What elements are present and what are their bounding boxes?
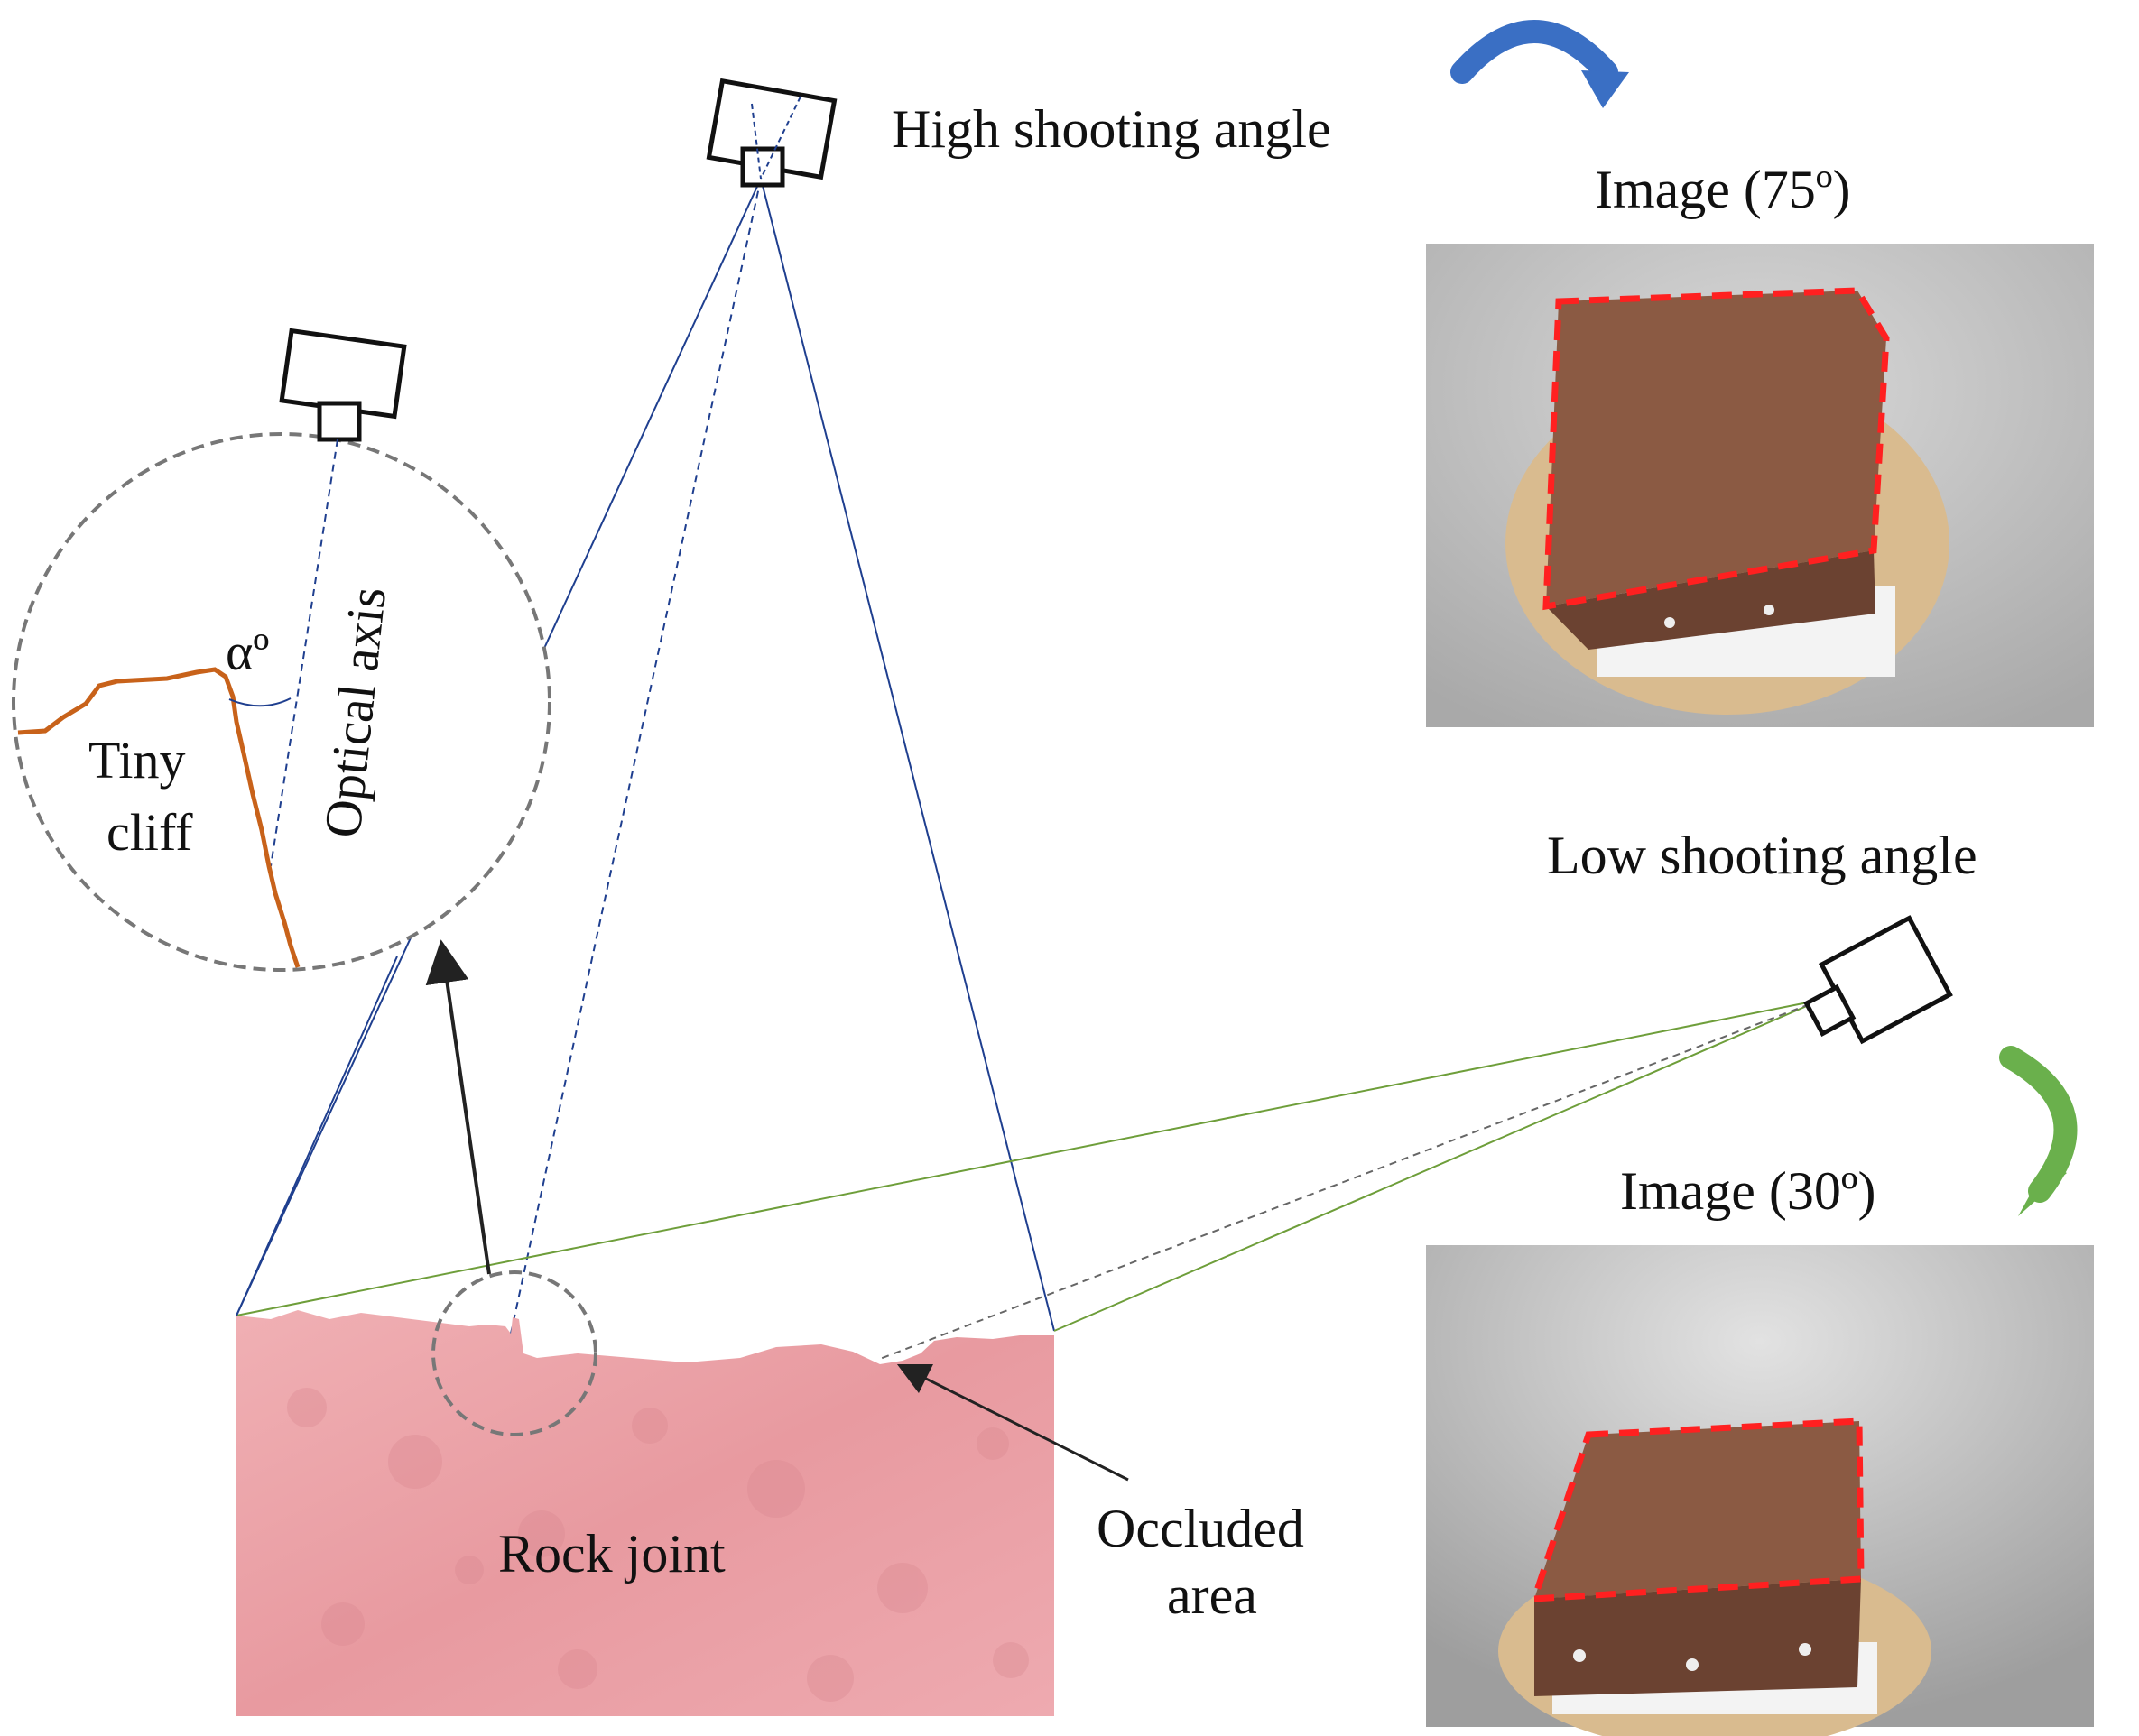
occluded-pointer [896, 1363, 1129, 1482]
photo-30 [1426, 1245, 2094, 1736]
blue-rotate-arrow-icon [1450, 20, 1629, 108]
cliff-label: cliff [106, 803, 193, 862]
tiny-label: Tiny [88, 731, 186, 790]
low-angle-label: Low shooting angle [1547, 826, 1977, 885]
occluded-label-line1: Occluded [1097, 1499, 1304, 1558]
rock-joint-label: Rock joint [498, 1524, 726, 1584]
rock-joint-block [236, 1310, 1054, 1716]
rock-texture [287, 1388, 1029, 1702]
green-rotate-arrow-icon [1999, 1046, 2078, 1216]
detail-zoom-circle [431, 1270, 597, 1436]
tiny-cliff-detail [12, 328, 551, 972]
image-75-label: Image (75º) [1595, 160, 1850, 219]
occluded-label-line2: area [1167, 1565, 1257, 1625]
zoom-arrow [425, 939, 491, 1275]
camera-icon [1803, 915, 1953, 1045]
camera-icon [279, 328, 407, 442]
photo-75 [1426, 244, 2094, 727]
image-30-label: Image (30º) [1620, 1161, 1875, 1221]
camera-icon [706, 78, 838, 188]
zoom-link-left [236, 956, 398, 1316]
alpha-label: αº [226, 623, 269, 681]
low-angle-view-lines [236, 999, 1822, 1360]
high-angle-label: High shooting angle [892, 99, 1331, 159]
